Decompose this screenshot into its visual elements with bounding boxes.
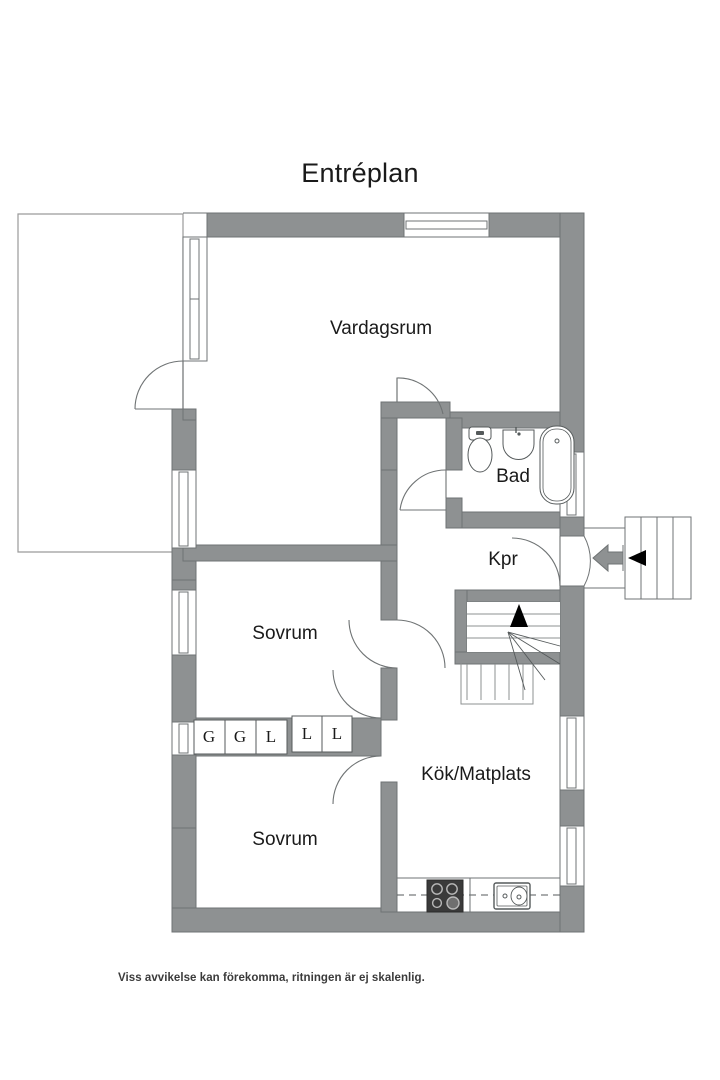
room-labels: Vardagsrum Bad Kpr Sovrum Sovrum Kök/Mat… [252, 318, 531, 850]
stove-icon [426, 879, 464, 913]
indoor-staircase [460, 602, 561, 705]
window-left-sovrum-upper [171, 589, 197, 656]
closet-labels: G G L L L [203, 724, 342, 746]
entrance-direction-arrow-icon [583, 535, 624, 587]
kitchen-sink-icon [493, 882, 531, 910]
window-left-livingroom [182, 236, 208, 362]
door-sovrum-lower [332, 669, 382, 719]
door-kok [332, 755, 382, 805]
door-bad [399, 469, 447, 511]
door-livingroom-hall [396, 377, 444, 415]
window-top-livingroom [403, 212, 490, 238]
room-label-kpr: Kpr [488, 549, 518, 570]
closet-label-g-2: G [234, 727, 246, 746]
toilet-icon [467, 426, 493, 473]
room-label-bad: Bad [496, 466, 530, 487]
room-label-vardagsrum: Vardagsrum [330, 318, 432, 339]
window-left-livingroom-lower [171, 469, 197, 549]
door-hall-upper [396, 619, 446, 669]
exterior-walls [171, 212, 585, 933]
doors [134, 360, 561, 805]
page-title: Entréplan [301, 158, 419, 188]
stair-up-arrow-icon [510, 604, 528, 627]
door-sovrum-upper [348, 619, 398, 669]
door-entrance [511, 536, 561, 587]
kitchen-fixtures [396, 877, 561, 913]
closet-label-l-2: L [302, 724, 312, 743]
disclaimer-text: Viss avvikelse kan förekomma, ritningen … [118, 972, 425, 984]
room-label-sovrum-upper: Sovrum [252, 623, 317, 644]
closet-label-l-1: L [266, 727, 276, 746]
bathroom-fixtures [467, 425, 575, 505]
window-left-sovrum-lower [171, 721, 197, 756]
entrance-arrow-small-icon [628, 550, 646, 566]
window-right-kok-upper [559, 715, 585, 791]
door-terrace [134, 360, 184, 410]
closet-label-g-1: G [203, 727, 215, 746]
closet-row [193, 715, 353, 755]
window-right-kok-lower [559, 825, 585, 887]
room-label-kok: Kök/Matplats [421, 764, 531, 785]
closet-label-l-3: L [332, 724, 342, 743]
outdoor-entrance-stairs [584, 516, 692, 600]
washbasin-icon [502, 427, 535, 460]
terrace-outline [17, 213, 184, 553]
room-label-sovrum-lower: Sovrum [252, 829, 317, 850]
bathtub-icon [539, 425, 575, 505]
